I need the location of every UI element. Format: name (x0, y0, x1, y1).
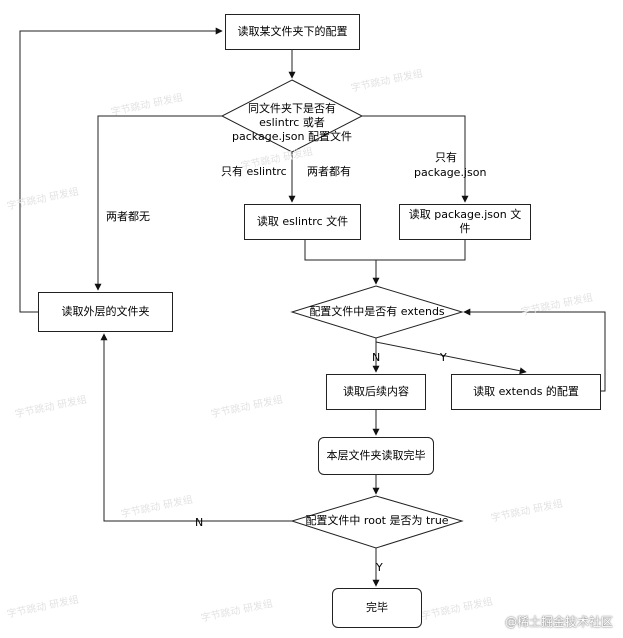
read-outer-folder-node: 读取外层的文件夹 (38, 292, 173, 332)
edge-extends-loop (463, 308, 606, 392)
edge-neither (94, 115, 222, 291)
edge-label-neither: 两者都无 (106, 210, 150, 223)
edge-label-only-eslintrc: 只有 eslintrc (221, 165, 287, 178)
edge-label-root-no: N (195, 516, 204, 529)
edge-label-extends-yes: Y (440, 351, 447, 364)
edge-root-no (100, 333, 292, 522)
edge-label-both: 两者都有 (307, 165, 351, 178)
edge-eslintrc-merge (304, 240, 376, 261)
read-package-json-node: 读取 package.json 文件 (399, 204, 531, 240)
edge-only-package-json (362, 115, 469, 203)
corner-credit: @稀土掘金技术社区 (504, 615, 613, 629)
decision-files-diamond (220, 79, 364, 153)
decision-extends-diamond (290, 285, 464, 339)
edge-label-root-yes: Y (376, 561, 383, 574)
read-config-node: 读取某文件夹下的配置 (225, 14, 360, 50)
finish-node: 完毕 (332, 588, 422, 628)
edge-outer-to-config (19, 27, 223, 313)
decision-root-diamond (290, 495, 464, 549)
edge-label-extends-no: N (372, 351, 381, 364)
decision-extends-label: 配置文件中是否有 extends (309, 305, 445, 318)
edge-package-merge (376, 240, 466, 261)
edge-label-only-package-json: 只有 package.json (414, 151, 487, 179)
edge-extends-yes (375, 341, 527, 375)
layer-done-node: 本层文件夹读取完毕 (318, 437, 434, 475)
read-eslintrc-node: 读取 eslintrc 文件 (244, 204, 361, 240)
read-extends-config-node: 读取 extends 的配置 (451, 374, 601, 410)
decision-files-label: 同文件夹下是否有 eslintrc 或者 package.json 配置文件 (232, 102, 352, 143)
decision-root-label: 配置文件中 root 是否为 true (305, 514, 449, 527)
read-rest-node: 读取后续内容 (326, 374, 426, 410)
